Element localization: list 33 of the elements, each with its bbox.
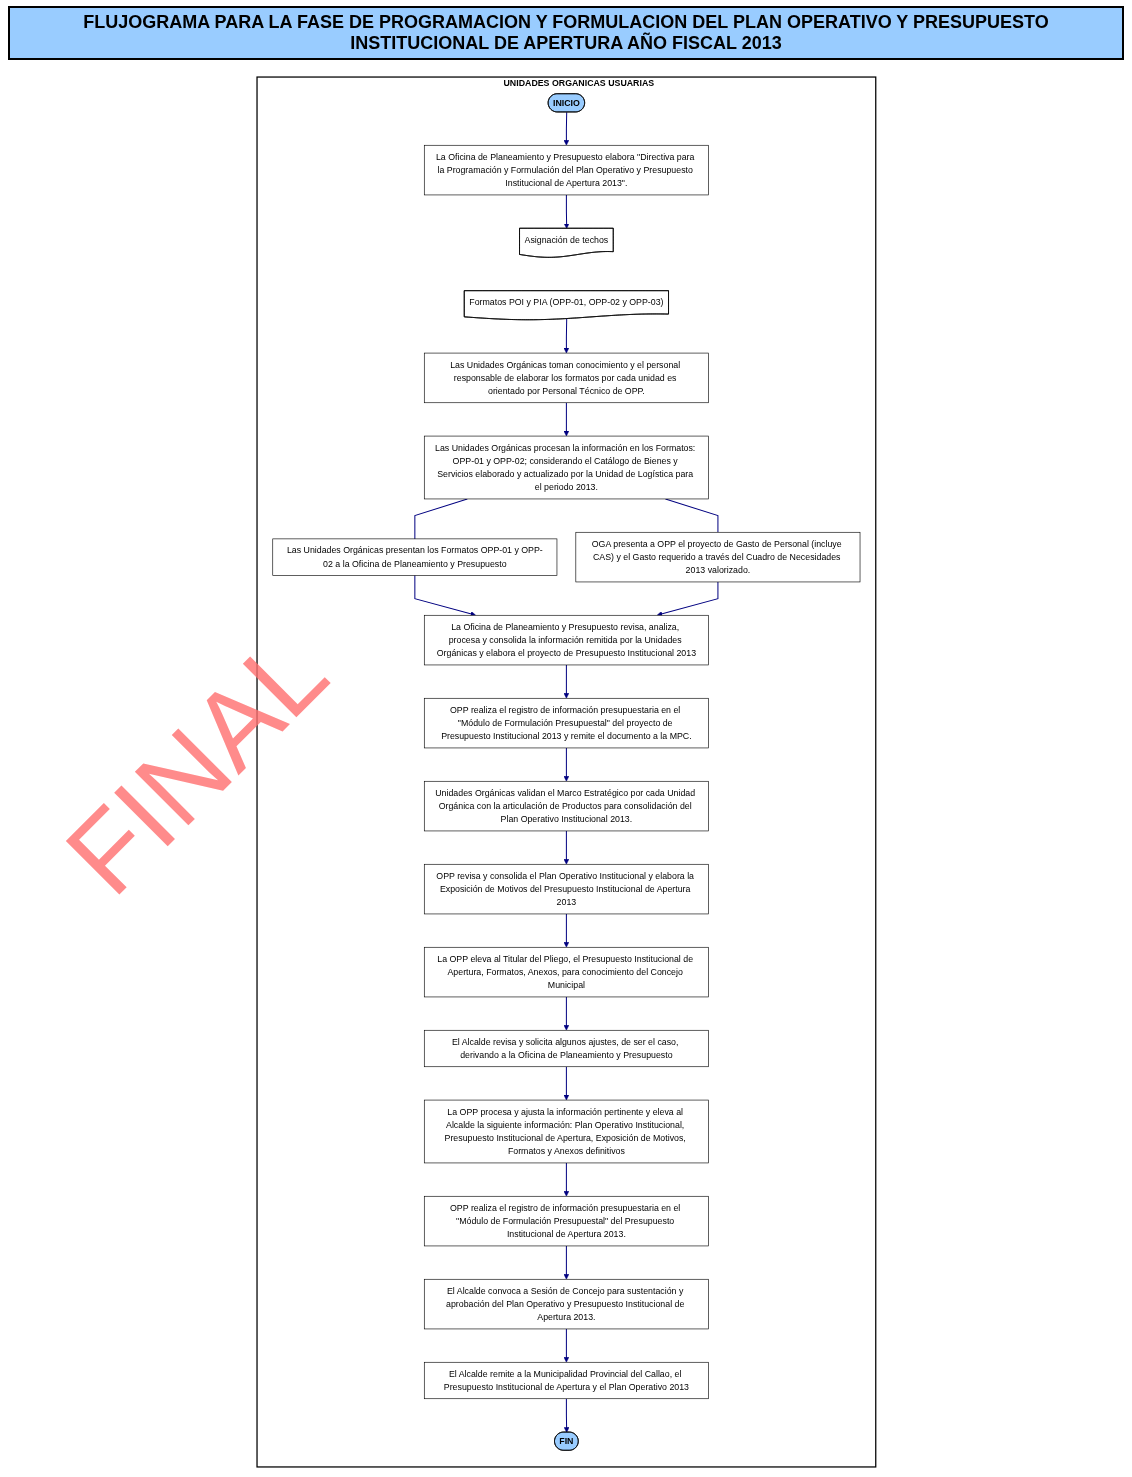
node-box: El Alcalde remite a la Municipalidad Provincial del Callao, el Presupuesto Institucional de Apertura y el Plan Operativo 2013 xyxy=(423,1361,709,1400)
node-box: OPP realiza el registro de información presupuestaria en el "Módulo de Formulación Presupuestal" del Presupuesto Institucional de Apertura 2013. xyxy=(423,1195,709,1247)
node-box: La Oficina de Planeamiento y Presupuesto revisa, analiza, procesa y consolida la información remitida por la Unidades Orgánicas y elabora el proyecto de Presupuesto Institucional 2013 xyxy=(423,614,709,666)
arrow xyxy=(656,581,719,617)
arrow xyxy=(563,194,569,229)
node-box: Las Unidades Orgánicas presentan los Formatos OPP-01 y OPP-02 a la Oficina de Planeamiento y Presupuesto xyxy=(272,538,557,576)
arrow xyxy=(563,1398,569,1433)
node-box: La Oficina de Planeamiento y Presupuesto elabora "Directiva para la Programación y Formulación del Plan Operativo y Presupuesto Institucional de Apertura 2013". xyxy=(423,144,709,196)
arrow xyxy=(563,111,569,146)
arrow xyxy=(563,664,569,699)
node-box: OPP realiza el registro de información presupuestaria en el "Módulo de Formulación Presupuestal" del proyecto de Presupuesto Institucional 2013 y remite el documento a la MPC. xyxy=(423,697,709,749)
arrow xyxy=(563,1245,569,1280)
node-box: OGA presenta a OPP el proyecto de Gasto de Personal (incluye CAS) y el Gasto requerido a través del Cuadro de Necesidades 2013 valorizado. xyxy=(575,531,860,583)
node-box: La OPP eleva al Titular del Pliego, el Presupuesto Institucional de Apertura, Formatos, Anexos, para conocimiento del Concejo Municipal xyxy=(423,946,709,998)
arrow xyxy=(563,318,569,354)
node-box: Las Unidades Orgánicas toman conocimiento y el personal responsable de elaborar los formatos por cada unidad es orientado por Personal Técnico de OPP. xyxy=(423,352,709,404)
arrow xyxy=(563,402,569,437)
arrow xyxy=(563,996,569,1031)
connector xyxy=(413,498,468,540)
arrow xyxy=(563,747,569,782)
arrow xyxy=(563,1066,569,1101)
node-box: El Alcalde revisa y solicita algunos ajustes, de ser el caso, derivando a la Oficina de Planeamiento y Presupuesto xyxy=(423,1029,709,1068)
node-box: La OPP procesa y ajusta la información pertinente y eleva al Alcalde la siguiente información: Plan Operativo Institucional, Presupuesto Institucional de Apertura, Exposición de Motivos, Formatos y Anexos definitivos xyxy=(423,1099,709,1164)
node-box: OPP revisa y consolida el Plan Operativo Institucional y elabora la Exposición de Motivos del Presupuesto Institucional de Apertura 2013 xyxy=(423,863,709,915)
arrow xyxy=(563,830,569,865)
arrow xyxy=(413,574,476,617)
node-box: El Alcalde convoca a Sesión de Concejo para sustentación y aprobación del Plan Operativo y Presupuesto Institucional de Apertura 2013. xyxy=(423,1278,709,1330)
node-box: Las Unidades Orgánicas procesan la información en los Formatos: OPP-01 y OPP-02; considerando el Catálogo de Bienes y Servicios elaborado y actualizado por la Unidad de Logística para el periodo 2013. xyxy=(423,435,709,500)
arrow xyxy=(563,1162,569,1197)
arrow xyxy=(563,1328,569,1363)
node-box: Unidades Orgánicas validan el Marco Estratégico por cada Unidad Orgánica con la articulación de Productos para consolidación del Plan Operativo Institucional 2013. xyxy=(423,780,709,832)
title-banner: FLUJOGRAMA PARA LA FASE DE PROGRAMACION Y FORMULACION DEL PLAN OPERATIVO Y PRESUPUESTO INSTITUCIONAL DE APERTURA AÑO FISCAL 2013 xyxy=(8,6,1124,60)
arrow xyxy=(563,913,569,948)
